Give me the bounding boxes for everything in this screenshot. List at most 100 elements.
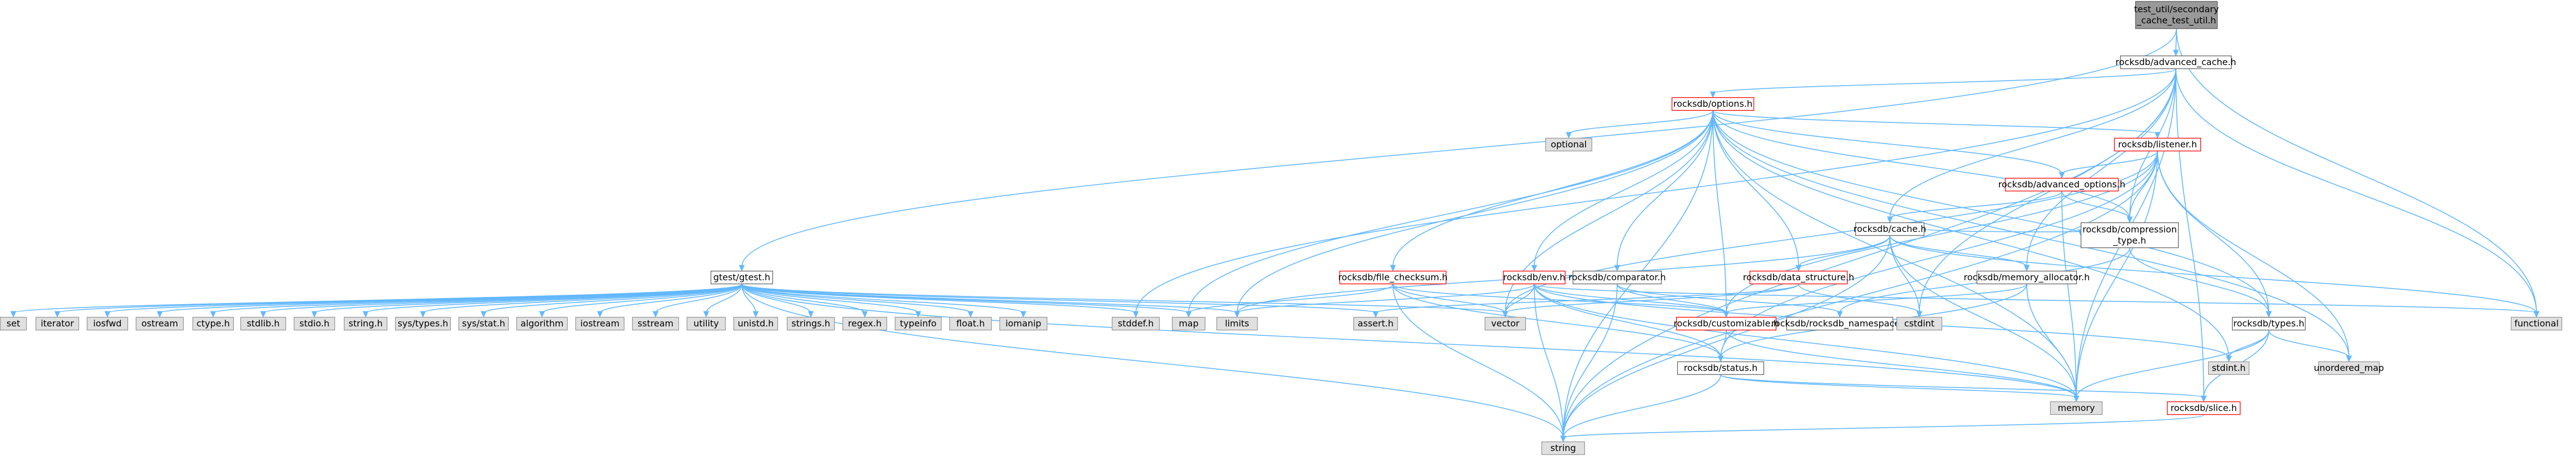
node-label: rocksdb/status.h xyxy=(1684,363,1758,373)
node-iomanip[interactable]: iomanip xyxy=(999,316,1048,331)
nodes-layer: test_util/secondary_cache_test_util.hroc… xyxy=(0,1,2563,455)
node-memalloc[interactable]: rocksdb/memory_allocator.h xyxy=(1964,270,2090,285)
edge-filechecksum-to-map xyxy=(1185,284,1393,318)
edge-advoptions-to-compression xyxy=(2061,191,2133,224)
node-stdint[interactable]: stdint.h xyxy=(2208,361,2250,375)
node-map[interactable]: map xyxy=(1171,316,1206,331)
node-label: unordered_map xyxy=(2314,363,2384,374)
node-label: rocksdb/file_checksum.h xyxy=(1338,272,1448,283)
edge-gtest-to-strings xyxy=(741,284,814,318)
node-label: gtest/gtest.h xyxy=(713,272,770,282)
node-filechecksum[interactable]: rocksdb/file_checksum.h xyxy=(1338,270,1448,285)
edge-options-to-optional xyxy=(1565,110,1713,139)
node-stdio[interactable]: stdio.h xyxy=(293,316,336,331)
node-label: ostream xyxy=(141,318,178,329)
edge-gtest-to-sysstat xyxy=(480,284,742,318)
node-advcache[interactable]: rocksdb/advanced_cache.h xyxy=(2116,55,2237,70)
edge-env-to-string xyxy=(1534,284,1567,443)
edge-gtest-to-iomanip xyxy=(741,284,1027,318)
node-label: stdlib.h xyxy=(247,318,279,329)
node-iosfwd[interactable]: iosfwd xyxy=(86,316,129,331)
node-label: sstream xyxy=(638,318,673,329)
node-label: iomanip xyxy=(1006,318,1041,329)
node-stdlib[interactable]: stdlib.h xyxy=(240,316,287,331)
node-label: stddef.h xyxy=(1118,318,1154,329)
node-label: iterator xyxy=(41,318,74,329)
node-unorderedmap[interactable]: unordered_map xyxy=(2314,361,2384,375)
node-slice[interactable]: rocksdb/slice.h xyxy=(2166,401,2241,415)
node-optional[interactable]: optional xyxy=(1545,137,1593,152)
node-strings[interactable]: strings.h xyxy=(786,316,835,331)
node-functional[interactable]: functional xyxy=(2510,316,2563,331)
node-set[interactable]: set xyxy=(0,316,27,331)
edge-options-to-advoptions xyxy=(1712,110,2065,179)
node-sstream[interactable]: sstream xyxy=(632,316,679,331)
edge-gtest-to-memory xyxy=(741,284,2080,403)
node-label: stdio.h xyxy=(299,318,329,329)
node-unistd[interactable]: unistd.h xyxy=(733,316,779,331)
node-memory[interactable]: memory xyxy=(2050,401,2103,415)
node-compression[interactable]: rocksdb/compression_type.h xyxy=(2080,222,2179,249)
edge-gtest-to-typeinfo xyxy=(741,284,922,318)
edge-root-to-functional xyxy=(2176,28,2540,318)
node-label: _cache_test_util.h xyxy=(2136,15,2217,26)
edge-cache-to-datastruct xyxy=(1795,235,1890,272)
node-gtest[interactable]: gtest/gtest.h xyxy=(710,270,774,285)
node-float[interactable]: float.h xyxy=(949,316,992,331)
node-advoptions[interactable]: rocksdb/advanced_options.h xyxy=(1998,177,2125,192)
node-label: rocksdb/customizable.h xyxy=(1673,318,1779,329)
node-label: sys/stat.h xyxy=(462,318,505,329)
node-label: rocksdb/options.h xyxy=(1673,98,1752,109)
node-string[interactable]: string xyxy=(1541,441,1585,455)
node-namespace[interactable]: rocksdb/rocksdb_namespace.h xyxy=(1771,316,1908,331)
edge-options-to-listener xyxy=(1712,110,2161,139)
node-status[interactable]: rocksdb/status.h xyxy=(1677,361,1765,375)
edge-gtest-to-limits xyxy=(741,284,1240,318)
edge-options-to-comparator xyxy=(1614,110,1713,272)
node-cache[interactable]: rocksdb/cache.h xyxy=(1854,222,1927,236)
node-options[interactable]: rocksdb/options.h xyxy=(1671,97,1755,111)
node-label: set xyxy=(7,318,20,329)
node-utility[interactable]: utility xyxy=(686,316,726,331)
node-algorithm[interactable]: algorithm xyxy=(516,316,568,331)
node-comparator[interactable]: rocksdb/comparator.h xyxy=(1568,270,1666,285)
node-ostream[interactable]: ostream xyxy=(135,316,184,331)
edges-layer xyxy=(10,28,2540,443)
node-label: float.h xyxy=(956,318,984,329)
edge-gtest-to-iostream xyxy=(597,284,742,318)
edge-gtest-to-sstream xyxy=(652,284,742,318)
node-env[interactable]: rocksdb/env.h xyxy=(1503,270,1566,285)
node-label: typeinfo xyxy=(900,318,937,329)
edge-filechecksum-to-customizable xyxy=(1392,284,1730,318)
node-iterator[interactable]: iterator xyxy=(35,316,80,331)
node-sysstat[interactable]: sys/stat.h xyxy=(458,316,509,331)
edge-advcache-to-slice xyxy=(2175,68,2207,403)
edge-status-to-slice xyxy=(1720,374,2207,403)
edge-filechecksum-to-vector xyxy=(1392,284,1509,318)
node-stddef[interactable]: stddef.h xyxy=(1111,316,1160,331)
node-limits[interactable]: limits xyxy=(1216,316,1258,331)
node-root[interactable]: test_util/secondary_cache_test_util.h xyxy=(2134,1,2219,29)
node-customizable[interactable]: rocksdb/customizable.h xyxy=(1673,316,1779,331)
node-assert[interactable]: assert.h xyxy=(1353,316,1398,331)
node-ctype[interactable]: ctype.h xyxy=(192,316,234,331)
node-regex[interactable]: regex.h xyxy=(842,316,888,331)
node-label: rocksdb/rocksdb_namespace.h xyxy=(1771,318,1908,329)
node-datastruct[interactable]: rocksdb/data_structure.h xyxy=(1743,270,1854,285)
edge-gtest-to-float xyxy=(741,284,974,318)
node-systypes[interactable]: sys/types.h xyxy=(395,316,451,331)
node-label: functional xyxy=(2514,318,2559,329)
edge-status-to-memory xyxy=(1720,374,2080,403)
node-vector[interactable]: vector xyxy=(1484,316,1526,331)
node-types[interactable]: rocksdb/types.h xyxy=(2232,316,2306,331)
node-cstdint[interactable]: cstdint xyxy=(1896,316,1943,331)
node-listener[interactable]: rocksdb/listener.h xyxy=(2114,137,2201,152)
edge-gtest-to-utility xyxy=(703,284,742,318)
node-typeinfo[interactable]: typeinfo xyxy=(894,316,942,331)
node-stringh[interactable]: string.h xyxy=(343,316,388,331)
node-label: cstdint xyxy=(1904,318,1934,329)
edge-env-to-functional xyxy=(1534,284,2540,318)
edge-cache-to-memalloc xyxy=(1889,235,2030,272)
node-iostream[interactable]: iostream xyxy=(575,316,625,331)
